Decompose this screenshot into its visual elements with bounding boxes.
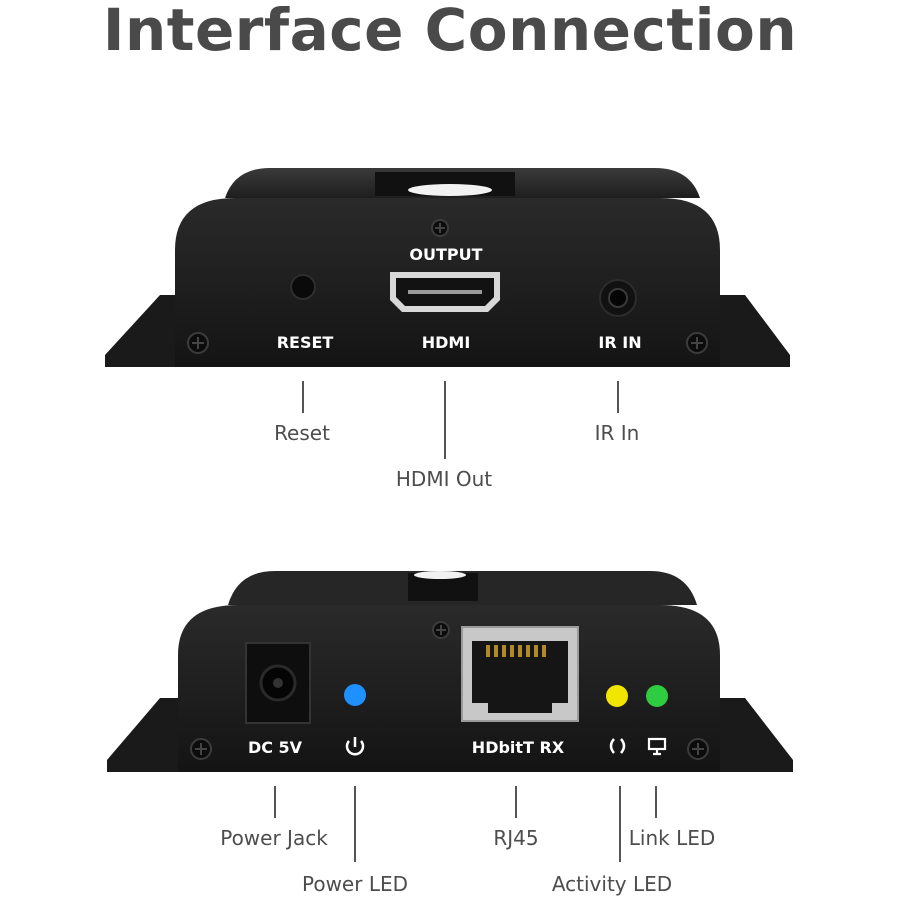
power-led-icon: [344, 684, 366, 706]
callout-activity-led: Activity LED: [551, 872, 673, 896]
sticker-logo: [414, 571, 466, 579]
panel-label-hdmi: HDMI: [422, 333, 471, 352]
screw-icon: [432, 621, 450, 639]
receiver-rear-panel-image: DC 5V HDbitT RX: [107, 571, 793, 772]
reset-button-icon: [290, 274, 316, 300]
panel-label-output: OUTPUT: [409, 245, 482, 264]
rj45-port-icon: [461, 626, 579, 722]
ir-jack-icon: [599, 279, 637, 317]
leader-line-hdmi: [444, 381, 446, 459]
screw-icon: [686, 332, 708, 354]
panel-label-reset: RESET: [277, 333, 334, 352]
device-body: [178, 605, 720, 772]
screw-icon: [187, 332, 209, 354]
leader-line-power-led: [354, 786, 356, 862]
screw-icon: [687, 738, 709, 760]
screw-icon: [431, 219, 449, 237]
panel-label-ir-in: IR IN: [598, 333, 641, 352]
leader-line-rj45: [515, 786, 517, 818]
leader-line-power-jack: [274, 786, 276, 818]
receiver-front-panel-image: OUTPUT RESET HDMI IR IN: [105, 168, 790, 367]
link-symbol-icon: [647, 737, 667, 756]
leader-line-reset: [302, 381, 304, 413]
leader-line-ir-in: [617, 381, 619, 413]
hdmi-port-icon: [390, 272, 500, 312]
dc-power-jack-icon: [245, 642, 311, 724]
link-led-icon: [646, 685, 668, 707]
callout-link-led: Link LED: [628, 826, 716, 850]
activity-led-icon: [606, 685, 628, 707]
callout-rj45: RJ45: [493, 826, 539, 850]
callout-hdmi-out: HDMI Out: [395, 467, 493, 491]
callout-power-led: Power LED: [301, 872, 409, 896]
panel-label-hdbit: HDbitT RX: [472, 738, 565, 757]
leader-line-activity-led: [619, 786, 621, 862]
sticker-logo: [408, 184, 492, 196]
panel-label-dc: DC 5V: [248, 738, 303, 757]
leader-line-link-led: [655, 786, 657, 818]
callout-power-jack: Power Jack: [220, 826, 328, 850]
power-symbol-icon: [345, 737, 365, 756]
callout-reset: Reset: [274, 421, 330, 445]
callout-ir-in: IR In: [594, 421, 640, 445]
activity-symbol-icon: [609, 738, 626, 754]
page-title: Interface Connection: [102, 0, 798, 64]
screw-icon: [190, 738, 212, 760]
